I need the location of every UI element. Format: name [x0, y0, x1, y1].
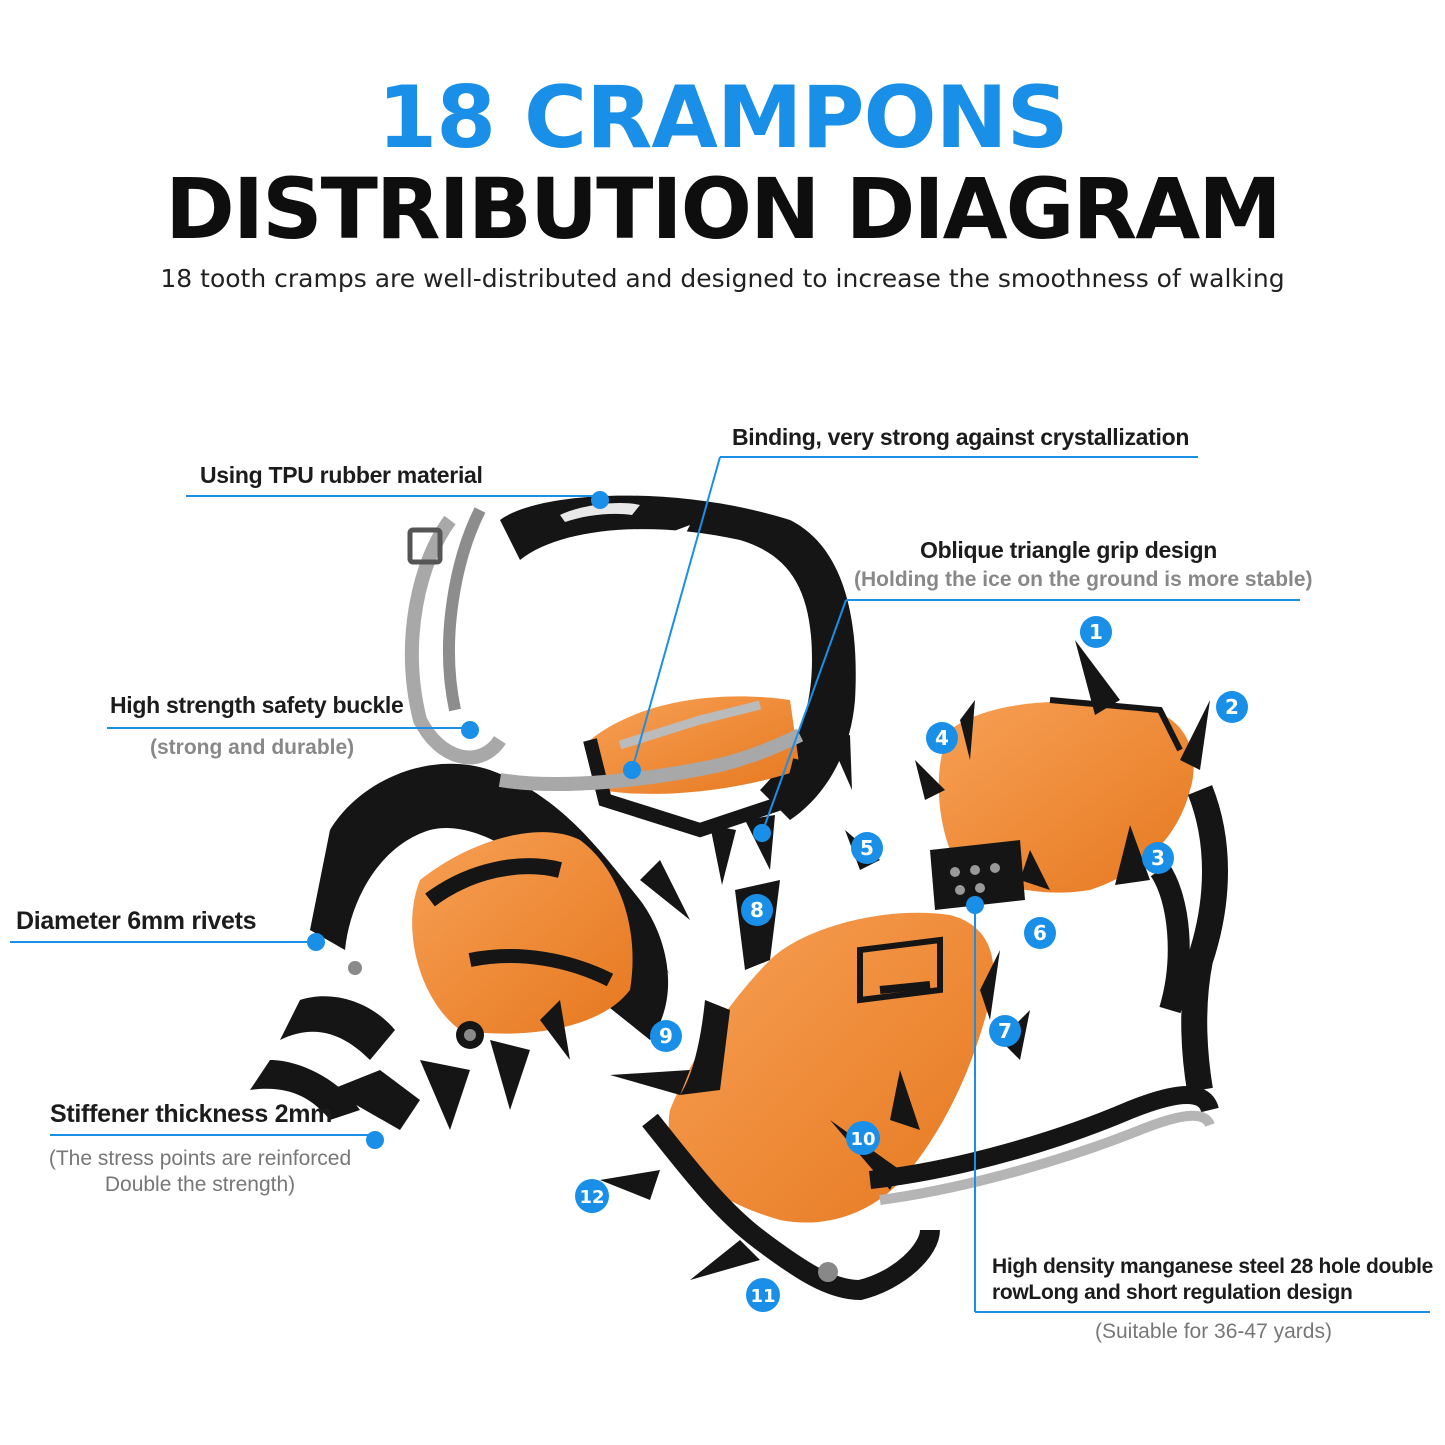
svg-text:1: 1	[1089, 620, 1103, 644]
tooth-markers: 1 2 3 4 5 6 7 8 9 10 11 12	[575, 616, 1248, 1312]
callout-stiffener: Stiffener thickness 2mm	[50, 1100, 333, 1128]
svg-text:7: 7	[998, 1019, 1012, 1043]
tooth-marker-11: 11	[746, 1278, 780, 1312]
subtitle: 18 tooth cramps are well-distributed and…	[160, 264, 1285, 293]
callout-tpu: Using TPU rubber material	[200, 462, 483, 488]
callout-steel-note: (Suitable for 36-47 yards)	[1095, 1320, 1332, 1343]
title-line-2: DISTRIBUTION DIAGRAM	[165, 160, 1282, 258]
callout-buckle: High strength safety buckle	[110, 692, 404, 718]
svg-text:9: 9	[659, 1024, 673, 1048]
left-heel-binding	[500, 495, 856, 820]
tooth-marker-5: 5	[851, 832, 883, 864]
left-front-frame	[310, 763, 669, 1040]
svg-text:5: 5	[860, 836, 874, 860]
svg-text:11: 11	[750, 1286, 775, 1307]
tooth-marker-7: 7	[989, 1015, 1021, 1047]
callout-oblique: Oblique triangle grip design	[920, 537, 1218, 563]
left-rear-plate	[590, 696, 800, 794]
svg-text:8: 8	[750, 898, 764, 922]
svg-text:3: 3	[1151, 846, 1165, 870]
callout-stiffener-note-2: Double the strength)	[104, 1173, 296, 1196]
callout-stiffener-note-1: (The stress points are reinforced	[48, 1147, 352, 1170]
tooth-marker-4: 4	[926, 722, 958, 754]
leader-dots	[307, 491, 984, 1149]
svg-text:4: 4	[935, 726, 949, 750]
svg-text:6: 6	[1033, 921, 1047, 945]
title-line-1: 18 CRAMPONS	[377, 68, 1068, 168]
svg-text:2: 2	[1225, 695, 1239, 719]
callout-binding: Binding, very strong against crystalliza…	[732, 424, 1190, 450]
svg-text:10: 10	[850, 1129, 875, 1150]
callout-steel-line-2: rowLong and short regulation design	[992, 1281, 1353, 1304]
adjustment-bar	[930, 840, 1025, 910]
tooth-marker-8: 8	[741, 894, 773, 926]
tooth-marker-9: 9	[650, 1020, 682, 1052]
tooth-marker-2: 2	[1216, 691, 1248, 723]
left-crampon	[250, 495, 856, 1130]
right-strap	[869, 1086, 1219, 1189]
callout-steel-line-1: High density manganese steel 28 hole dou…	[992, 1255, 1434, 1278]
tooth-marker-3: 3	[1142, 842, 1174, 874]
callout-buckle-note: (strong and durable)	[150, 736, 355, 759]
callout-rivets: Diameter 6mm rivets	[16, 907, 257, 935]
tooth-marker-6: 6	[1024, 917, 1056, 949]
svg-text:12: 12	[579, 1187, 604, 1208]
tooth-marker-1: 1	[1080, 616, 1112, 648]
leader-lines	[10, 456, 1430, 1313]
callout-oblique-note: (Holding the ice on the ground is more s…	[854, 568, 1313, 591]
tooth-marker-10: 10	[846, 1121, 880, 1155]
right-crampon	[600, 640, 1228, 1301]
tooth-marker-12: 12	[575, 1179, 609, 1213]
